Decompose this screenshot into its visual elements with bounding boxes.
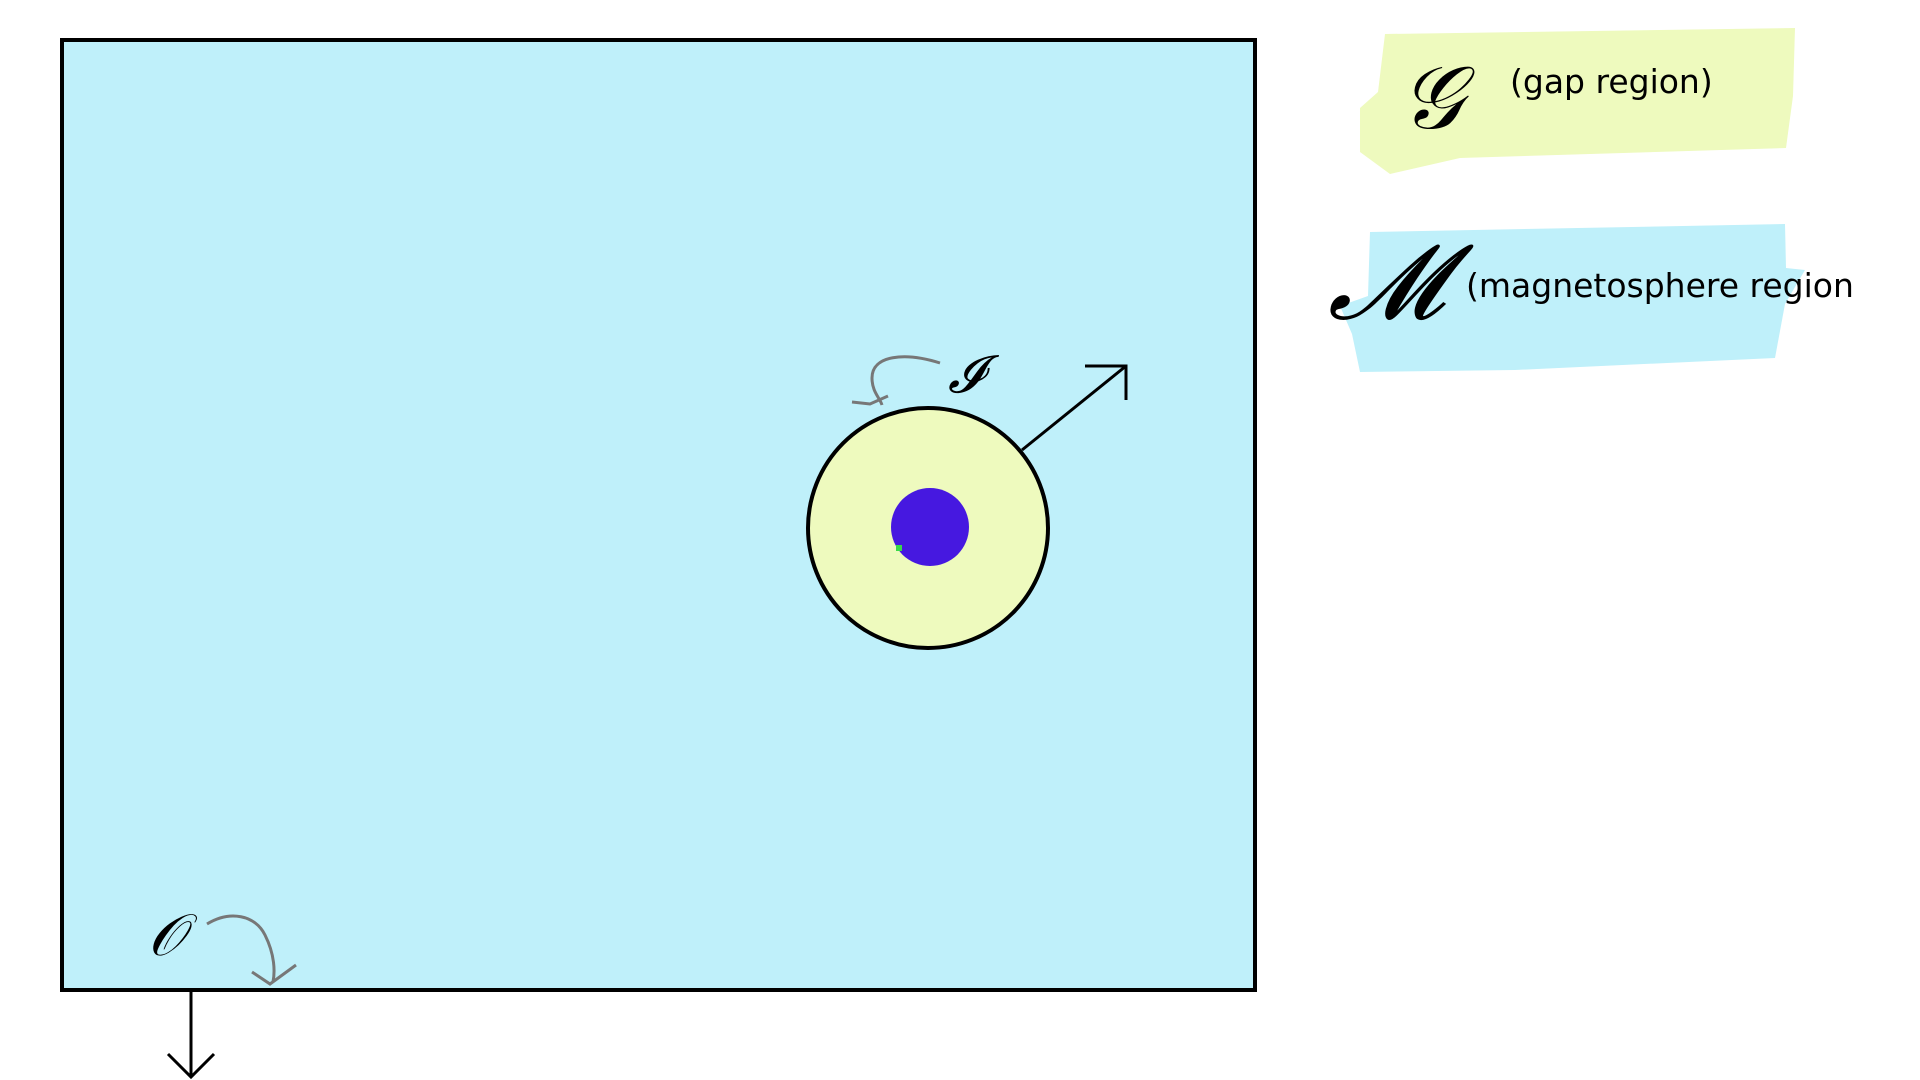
legend-gap-text: (gap region) <box>1510 62 1713 101</box>
arrow-down-icon <box>166 990 216 1080</box>
arrow-up-right-icon <box>1021 364 1128 452</box>
curved-arrow-icon <box>851 355 941 406</box>
core-region <box>891 488 969 566</box>
legend-gap-symbol: 𝒢 <box>1400 46 1475 149</box>
legend-gap: 𝒢 (gap region) <box>1360 28 1795 174</box>
legend-magnetosphere-text: (magnetosphere region <box>1466 266 1854 305</box>
curved-arrow-icon <box>206 914 297 986</box>
magnetosphere-region <box>60 38 1257 992</box>
legend-magnetosphere: 𝓜 (magnetosphere region <box>1328 221 1854 372</box>
core-marker-dot <box>896 545 902 551</box>
legend-gap-swatch <box>1360 28 1795 174</box>
legend-magnetosphere-swatch <box>1340 224 1805 372</box>
